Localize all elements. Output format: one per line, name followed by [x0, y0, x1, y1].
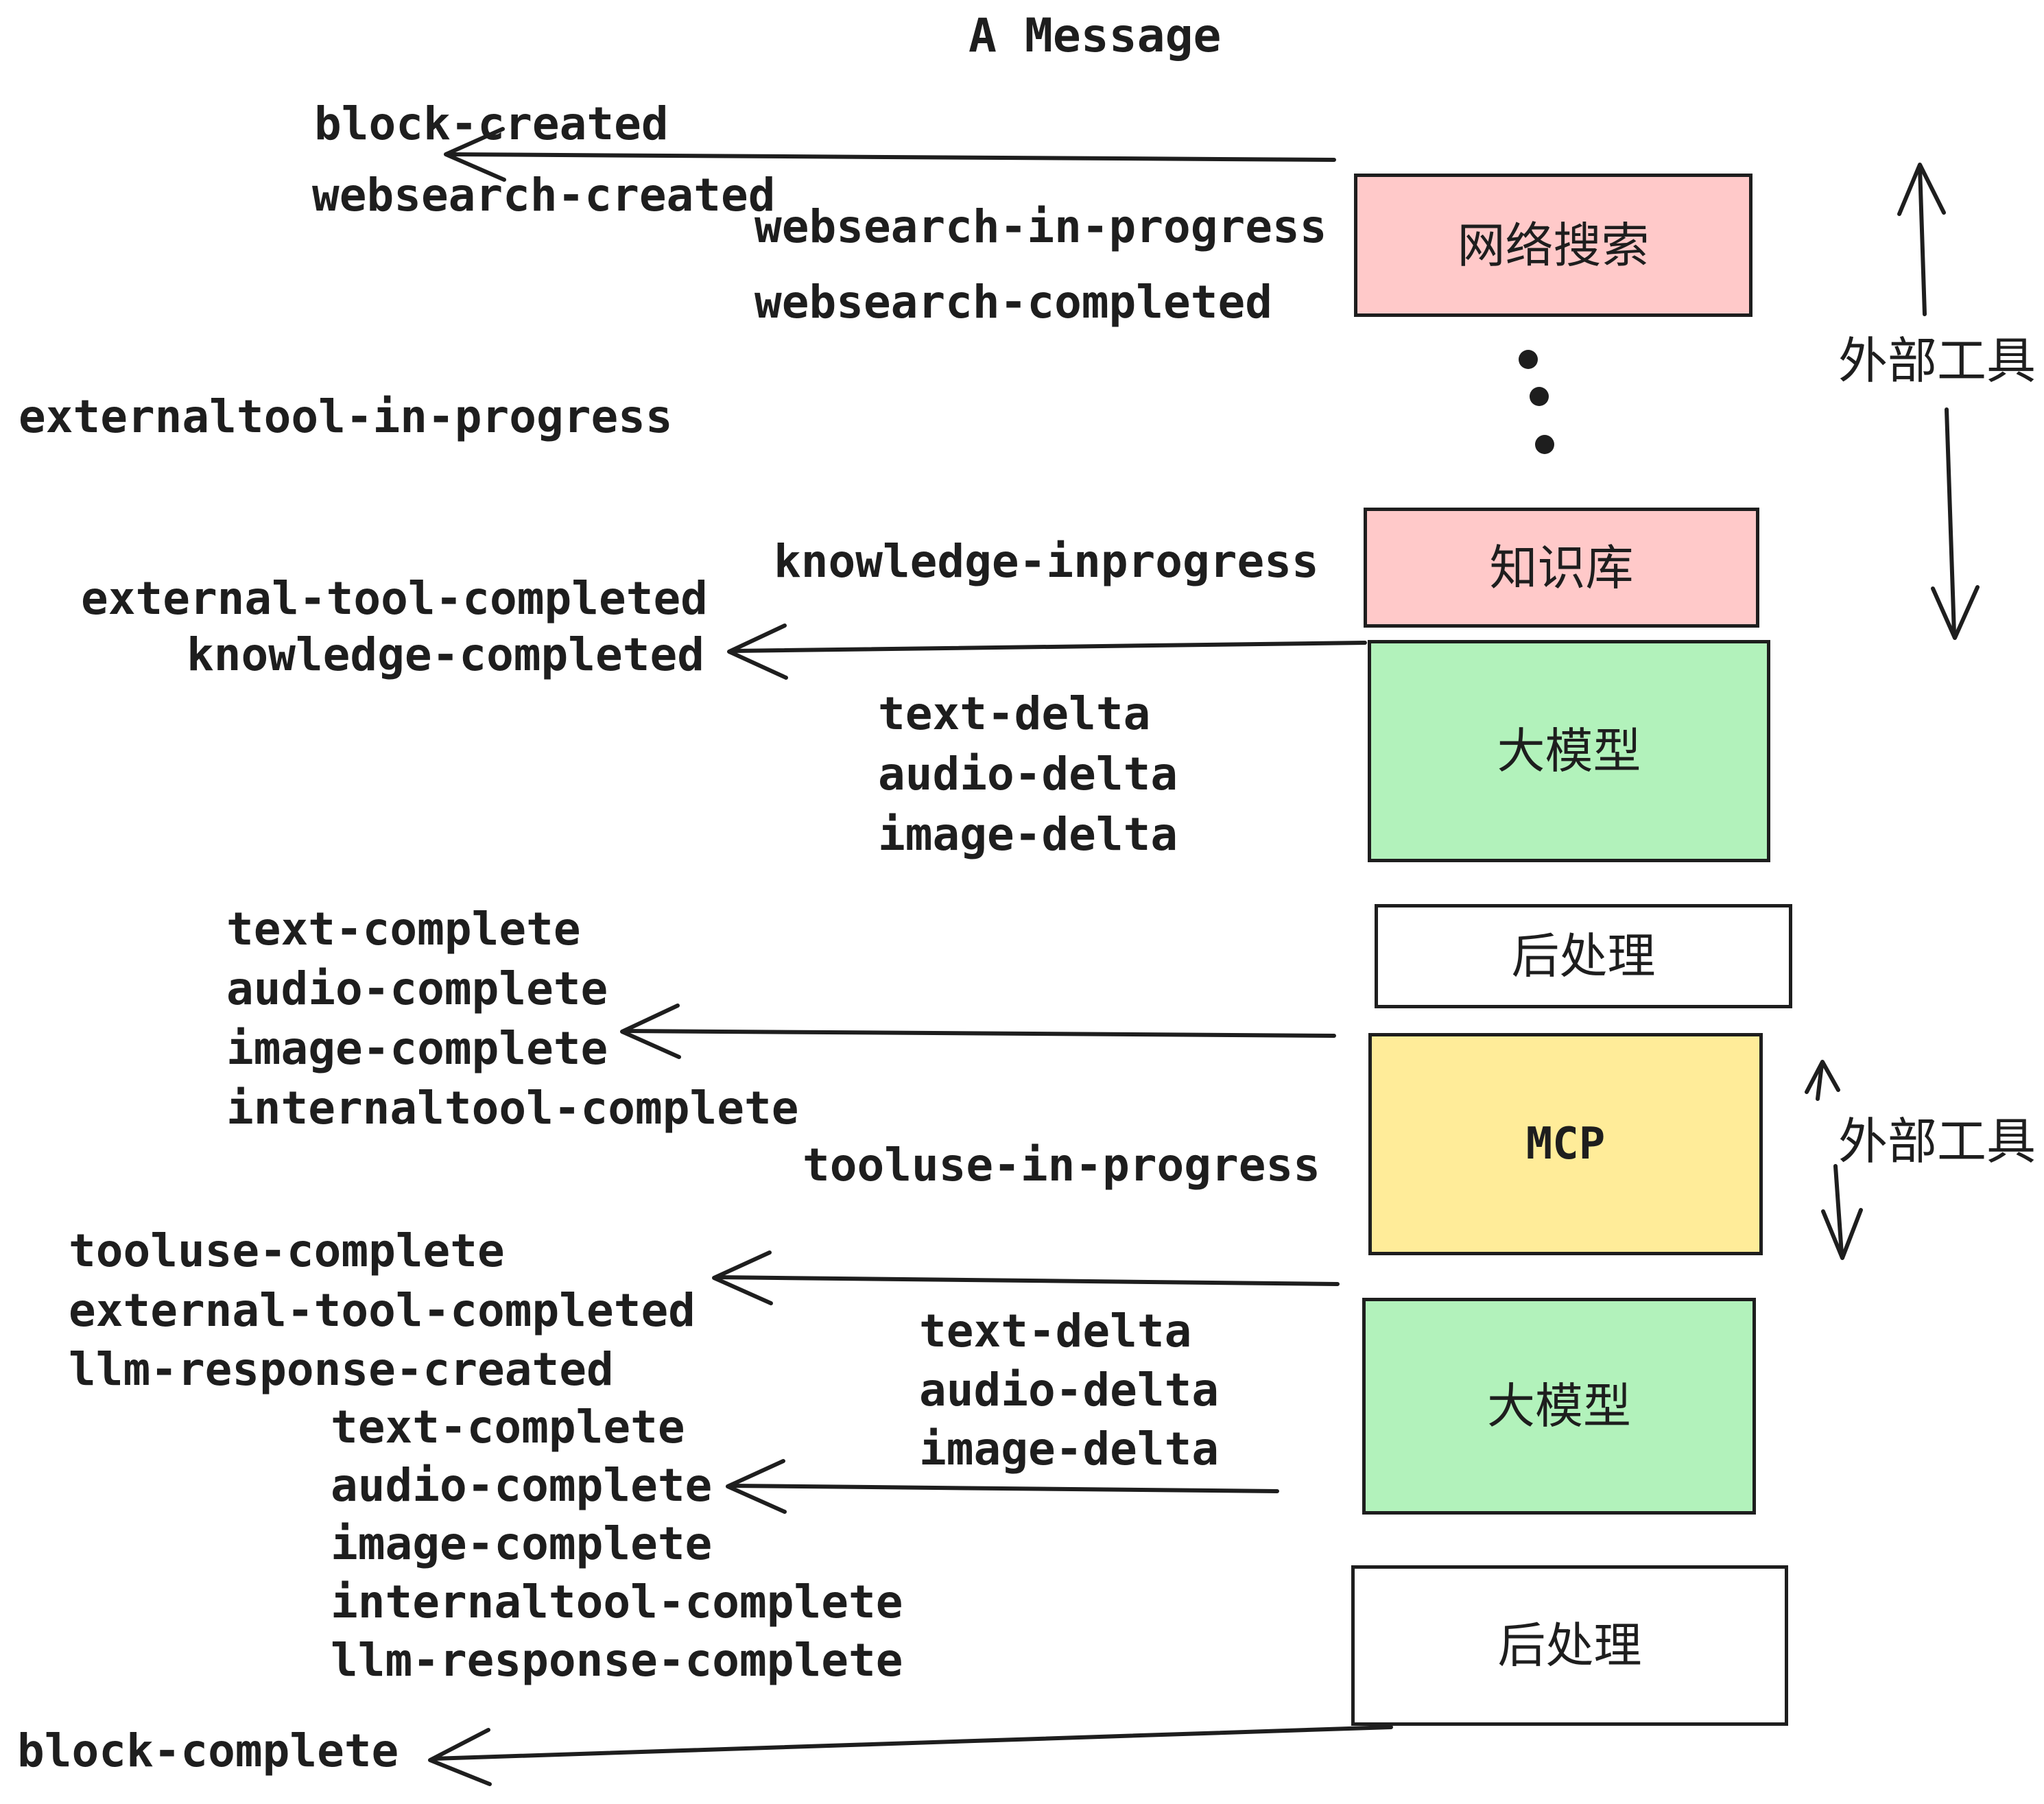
- event-label-image-complete-2: image-complete: [331, 1517, 713, 1570]
- external-tools-arrow-up-2: [1805, 1060, 1840, 1101]
- event-label-image-complete-1: image-complete: [226, 1022, 608, 1075]
- event-label-block-created: block-created: [314, 97, 669, 150]
- arrow-websearch-created: [444, 127, 1336, 182]
- event-label-external-tool-completed-2: external-tool-completed: [69, 1284, 696, 1337]
- box-knowledge-label: 知识库: [1489, 539, 1634, 596]
- arrow-llm-response: [726, 1459, 1279, 1514]
- box-websearch-label: 网络搜索: [1457, 217, 1650, 274]
- event-label-internaltool-complete-1: internaltool-complete: [226, 1082, 799, 1135]
- box-llm-2-label: 大模型: [1487, 1378, 1631, 1434]
- event-label-audio-complete-1: audio-complete: [226, 962, 608, 1015]
- arrow-knowledge-completed: [727, 624, 1367, 680]
- ellipsis-dots: [1519, 350, 1554, 454]
- event-label-externaltool-in-progress: externaltool-in-progress: [19, 390, 673, 443]
- box-postprocess-1-label: 后处理: [1511, 928, 1656, 984]
- box-llm-1: 大模型: [1368, 640, 1770, 862]
- event-label-text-delta-2: text-delta: [919, 1305, 1192, 1357]
- diagram-title: A Message: [968, 9, 1222, 63]
- event-label-tooluse-complete: tooluse-complete: [69, 1224, 505, 1277]
- event-label-internaltool-complete-2: internaltool-complete: [331, 1576, 903, 1628]
- external-tools-label-1: 外部工具: [1838, 332, 2036, 390]
- event-label-websearch-in-progress: websearch-in-progress: [754, 200, 1327, 253]
- box-postprocess-2-label: 后处理: [1497, 1617, 1642, 1674]
- event-label-image-delta-2: image-delta: [919, 1423, 1220, 1475]
- box-knowledge: 知识库: [1364, 508, 1759, 628]
- external-tools-arrow-up-1: [1897, 163, 1946, 316]
- event-label-text-complete-2: text-complete: [331, 1401, 685, 1453]
- arrow-internal-complete-1: [620, 1004, 1336, 1059]
- box-postprocess-2: 后处理: [1351, 1565, 1788, 1726]
- event-label-audio-complete-2: audio-complete: [331, 1459, 713, 1512]
- event-label-block-complete: block-complete: [17, 1724, 399, 1777]
- event-label-text-complete-1: text-complete: [226, 903, 581, 956]
- external-tools-label-2: 外部工具: [1838, 1113, 2036, 1170]
- arrow-block-complete: [428, 1725, 1393, 1786]
- box-llm-2: 大模型: [1362, 1298, 1756, 1515]
- event-label-llm-response-complete: llm-response-complete: [331, 1634, 903, 1687]
- external-tools-arrow-down-1: [1931, 407, 1980, 640]
- event-label-knowledge-completed: knowledge-completed: [187, 628, 704, 681]
- box-llm-1-label: 大模型: [1497, 723, 1641, 779]
- event-label-websearch-completed: websearch-completed: [754, 276, 1272, 329]
- box-websearch: 网络搜索: [1354, 174, 1752, 317]
- box-postprocess-1: 后处理: [1375, 904, 1792, 1008]
- event-label-websearch-created: websearch-created: [312, 169, 776, 222]
- event-label-external-tool-completed-1: external-tool-completed: [81, 572, 708, 625]
- event-label-tooluse-in-progress: tooluse-in-progress: [803, 1139, 1320, 1191]
- box-mcp: MCP: [1368, 1033, 1763, 1255]
- event-label-text-delta-1: text-delta: [878, 687, 1151, 740]
- box-mcp-label: MCP: [1525, 1119, 1606, 1170]
- event-label-llm-response-created: llm-response-created: [69, 1343, 614, 1396]
- event-label-audio-delta-1: audio-delta: [878, 748, 1178, 800]
- event-label-knowledge-inprogress: knowledge-inprogress: [774, 535, 1319, 588]
- event-label-audio-delta-2: audio-delta: [919, 1364, 1220, 1416]
- event-label-image-delta-1: image-delta: [878, 808, 1178, 861]
- arrow-tooluse-complete: [712, 1250, 1340, 1305]
- external-tools-arrow-down-2: [1821, 1164, 1863, 1260]
